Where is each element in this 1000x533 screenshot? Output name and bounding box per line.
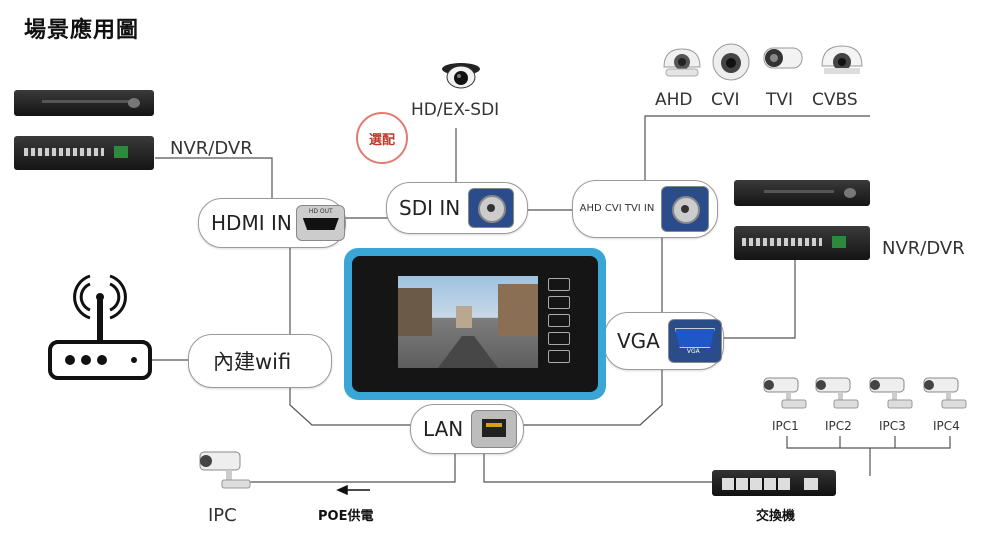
ahd-camera-icon bbox=[660, 45, 704, 87]
device-buttons bbox=[548, 278, 570, 363]
cvi-camera-icon bbox=[710, 42, 752, 86]
sdi-in-pill: SDI IN bbox=[386, 182, 528, 234]
line-lan-ipc bbox=[245, 450, 456, 483]
line-nvr-hdmi bbox=[155, 157, 273, 198]
vga-label: VGA bbox=[617, 329, 660, 353]
poe-arrow bbox=[336, 484, 370, 496]
ahd-label: AHD bbox=[655, 90, 693, 110]
ahd-cvi-tvi-in-pill: AHD CVI TVI IN bbox=[572, 180, 718, 238]
wifi-pill: 內建wifi bbox=[188, 334, 332, 388]
light-button[interactable] bbox=[548, 350, 570, 363]
tvi-camera-icon bbox=[758, 42, 804, 82]
tester-device bbox=[344, 248, 606, 400]
ipc2-label: IPC2 bbox=[825, 419, 852, 433]
line-nvr-vga bbox=[722, 260, 796, 339]
hdmi-in-label: HDMI IN bbox=[211, 211, 292, 235]
ipc2-camera-icon bbox=[812, 374, 862, 418]
hdmi-port-icon: HD OUT bbox=[295, 205, 345, 241]
hdmi-in-pill: HDMI IN HD OUT bbox=[198, 198, 346, 248]
nvr-dvr-left-label: NVR/DVR bbox=[170, 138, 253, 159]
rj45-port-icon bbox=[471, 410, 518, 448]
sdi-in-label: SDI IN bbox=[399, 196, 461, 220]
nvr-dvr-right-top-icon bbox=[734, 180, 870, 206]
tvi-label: TVI bbox=[766, 90, 794, 110]
ipc1-camera-icon bbox=[760, 374, 810, 418]
device-screen bbox=[398, 276, 538, 368]
ipc-left-camera-icon bbox=[196, 448, 256, 496]
hd-ex-sdi-label: HD/EX-SDI bbox=[411, 100, 500, 120]
router-icon bbox=[48, 272, 152, 380]
enter-button[interactable] bbox=[548, 314, 570, 327]
line-ipc-tree bbox=[786, 436, 951, 449]
nvr-dvr-left-top-icon bbox=[14, 90, 154, 116]
vga-pill: VGA VGA bbox=[604, 312, 724, 370]
ipc4-label: IPC4 bbox=[933, 419, 960, 433]
ipc3-label: IPC3 bbox=[879, 419, 906, 433]
nvr-dvr-right-bottom-icon bbox=[734, 226, 870, 260]
line-ahd-cams bbox=[644, 115, 870, 182]
ipc1-label: IPC1 bbox=[772, 419, 799, 433]
lan-label: LAN bbox=[423, 417, 464, 441]
cvi-label: CVI bbox=[711, 90, 740, 110]
line-lan-switch bbox=[483, 450, 714, 483]
nvr-dvr-right-label: NVR/DVR bbox=[882, 238, 965, 259]
ahd-cvi-tvi-in-label: AHD CVI TVI IN bbox=[579, 203, 655, 214]
cvbs-label: CVBS bbox=[812, 90, 858, 110]
switch-label: 交換機 bbox=[756, 509, 796, 524]
optional-label: 選配 bbox=[368, 132, 395, 148]
ipc-left-label: IPC bbox=[208, 505, 237, 526]
optional-badge: 選配 bbox=[356, 112, 408, 164]
bnc-port-icon bbox=[468, 188, 515, 228]
bnc-port-ahd-icon bbox=[661, 186, 709, 232]
hd-out-label: HD OUT bbox=[308, 208, 333, 215]
wifi-label: 內建wifi bbox=[213, 350, 292, 374]
line-loop-left bbox=[289, 244, 414, 426]
page-title: 場景應用圖 bbox=[24, 18, 140, 43]
ipc4-camera-icon bbox=[920, 374, 970, 418]
sdi-camera-icon bbox=[440, 62, 482, 90]
poe-label: POE供電 bbox=[318, 509, 374, 524]
cvbs-camera-icon bbox=[818, 42, 866, 86]
vga-port-icon: VGA bbox=[667, 319, 722, 363]
zoom-button[interactable] bbox=[548, 332, 570, 345]
lan-pill: LAN bbox=[410, 404, 524, 454]
back-button[interactable] bbox=[548, 296, 570, 309]
switch-icon bbox=[712, 470, 836, 496]
nvr-dvr-left-bottom-icon bbox=[14, 136, 154, 170]
ipc3-camera-icon bbox=[866, 374, 916, 418]
vga-port-label: VGA bbox=[686, 348, 700, 355]
home-button[interactable] bbox=[548, 278, 570, 291]
